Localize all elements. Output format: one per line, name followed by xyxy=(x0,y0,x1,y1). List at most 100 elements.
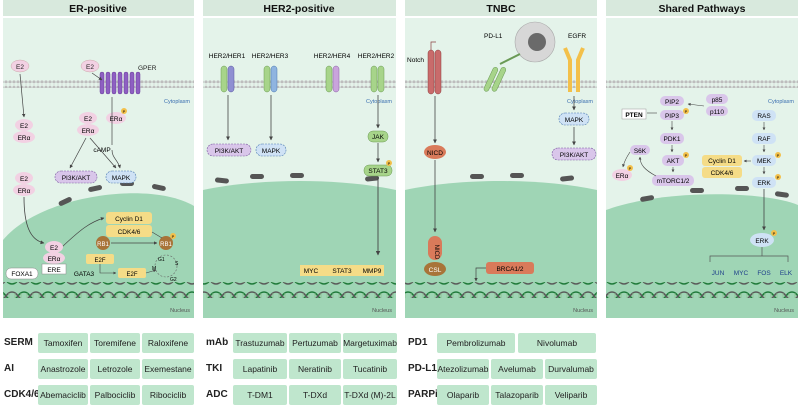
e2-label: E2 xyxy=(86,64,94,71)
p110-node xyxy=(706,106,728,116)
mapk-label: MAPK xyxy=(112,175,131,182)
s6k-node xyxy=(630,145,650,155)
gper-label: GPER xyxy=(138,65,157,72)
nucleus-label: Nucleus xyxy=(170,308,190,314)
csl-label: CSL xyxy=(429,267,442,274)
pathway-diagram: ER-positive Cytoplasm Nucleus E2 E2 xyxy=(3,0,798,318)
er-alpha-label: ERα xyxy=(110,116,123,123)
svg-text:G1: G1 xyxy=(158,257,165,263)
mapk-label: MAPK xyxy=(565,117,584,124)
panel-her2-positive: HER2-positive Cytoplasm Nucleus HER2/HER… xyxy=(203,0,396,318)
phospho-label: P xyxy=(685,153,688,158)
drug-category: mAb xyxy=(206,337,229,348)
receptor-label: HER2/HER2 xyxy=(358,53,395,60)
drug-cell: Ribociclib xyxy=(142,385,194,405)
cdk46-node xyxy=(702,167,742,178)
e2-label: E2 xyxy=(84,116,92,123)
drug-cell: Margetuximab xyxy=(343,333,397,353)
cyclin-d1-label: Cyclin D1 xyxy=(115,216,143,223)
myc-label: MYC xyxy=(734,270,749,277)
er-alpha xyxy=(13,184,35,196)
drug-cell: Trastuzumab xyxy=(233,333,287,353)
pdl1-receptor xyxy=(483,53,521,92)
stat3-node xyxy=(363,164,393,177)
pi3k-akt-label: PI3K/AKT xyxy=(215,148,244,155)
mapk-node xyxy=(255,143,287,157)
nucleus-label: Nucleus xyxy=(573,308,593,314)
akt-label: AKT xyxy=(667,158,680,165)
notch-label: Notch xyxy=(407,57,424,64)
er-alpha-label: ERα xyxy=(82,128,95,135)
er-alpha-label: ERα xyxy=(48,256,61,263)
er-alpha xyxy=(612,169,632,181)
e2-label: E2 xyxy=(20,176,28,183)
cyclin-d1-node xyxy=(106,212,152,224)
er-alpha-label: ERα xyxy=(18,135,31,142)
drug-cell: T-DXd (M)-2L xyxy=(343,385,397,405)
stat3-label: STAT3 xyxy=(368,168,388,175)
phospho-label: P xyxy=(123,109,126,114)
camp-label: cAMP xyxy=(93,147,110,154)
pip3-label: PIP3 xyxy=(665,113,679,120)
ras-node xyxy=(752,110,776,121)
akt-node xyxy=(662,155,684,166)
drug-cell: Talazoparib xyxy=(491,385,543,405)
drug-cell: Toremifene xyxy=(90,333,140,353)
phospho-label: P xyxy=(777,153,780,158)
her2-her1-receptor xyxy=(220,65,235,93)
panel-title-bar xyxy=(3,0,194,16)
egfr-label: EGFR xyxy=(568,33,586,40)
erk-label: ERK xyxy=(757,180,771,187)
e2f-label: E2F xyxy=(94,258,105,264)
e2f-label: E2F xyxy=(126,272,137,278)
pdk1-node xyxy=(660,133,684,144)
e2f-node xyxy=(118,268,146,278)
cytoplasm-label: Cytoplasm xyxy=(567,99,593,105)
drug-cell: Tucatinib xyxy=(343,359,397,379)
svg-text:M: M xyxy=(152,266,156,272)
drug-cell: Veliparib xyxy=(545,385,597,405)
drug-cell: Exemestane xyxy=(142,359,194,379)
phospho-label: P xyxy=(685,109,688,114)
e2-ligand xyxy=(45,241,63,253)
cytoplasm-label: Cytoplasm xyxy=(768,99,794,105)
e2-label: E2 xyxy=(20,123,28,130)
erk-label: ERK xyxy=(755,238,769,245)
receptor-label: HER2/HER3 xyxy=(252,53,289,60)
myc-label: MYC xyxy=(304,268,319,275)
panel-title: HER2-positive xyxy=(263,3,334,15)
pdl1-label: PD-L1 xyxy=(484,33,503,40)
e2-label: E2 xyxy=(50,245,58,252)
mapk-label: MAPK xyxy=(262,148,281,155)
raf-node xyxy=(752,133,776,144)
ere-element xyxy=(41,263,67,275)
drug-row: SERM Tamoxifen Toremifene Raloxifene xyxy=(0,332,200,354)
er-alpha xyxy=(77,124,99,136)
panel-title: Shared Pathways xyxy=(659,3,746,15)
drug-category: PARPi xyxy=(408,389,438,400)
phospho-label: P xyxy=(777,175,780,180)
elk-label: ELK xyxy=(780,270,793,277)
cell-cycle: G1 M S G2 xyxy=(152,254,179,283)
nicd-label: NICD xyxy=(433,245,439,260)
e2-label: E2 xyxy=(16,64,24,71)
drug-category: PD1 xyxy=(408,337,428,348)
notch-receptor xyxy=(427,41,442,95)
stat3-label: STAT3 xyxy=(332,268,352,275)
svg-text:S: S xyxy=(175,261,179,267)
t-cell xyxy=(514,21,556,63)
drug-row: PD-L1 Atezolizumab Avelumab Durvalumab xyxy=(405,358,600,380)
pip2-node xyxy=(660,96,684,106)
drug-cell: Avelumab xyxy=(491,359,543,379)
nicd-node xyxy=(424,145,446,159)
e2-ligand xyxy=(80,59,100,73)
dna-helix xyxy=(405,282,597,298)
drug-cell: Neratinib xyxy=(289,359,341,379)
er-alpha xyxy=(13,131,35,143)
e2-ligand xyxy=(15,119,33,131)
drug-category: ADC xyxy=(206,389,228,400)
drug-cell: Durvalumab xyxy=(545,359,597,379)
her2-her3-receptor xyxy=(263,65,278,93)
pi3k-akt-node xyxy=(551,147,597,161)
p110-label: p110 xyxy=(710,109,724,116)
